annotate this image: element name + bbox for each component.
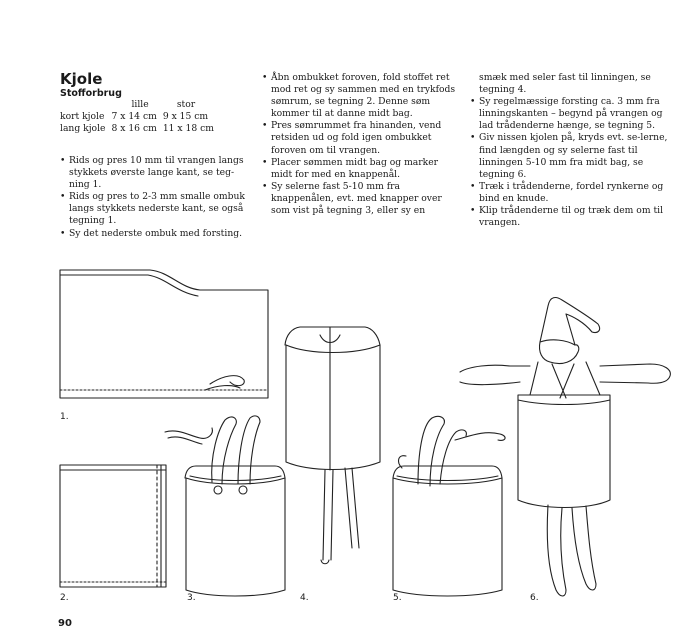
figure-2-folded-rectangle <box>59 464 167 588</box>
figure-6-doll-in-dress <box>459 296 671 597</box>
instruction-item: Pres sømrummet fra hinanden, vend retsid… <box>262 120 462 156</box>
size-row-small: 8 x 16 cm <box>111 123 157 134</box>
size-row-small: 7 x 14 cm <box>111 111 157 122</box>
instruction-item: Rids og pres to 2-3 mm smalle ombuk lang… <box>60 191 250 227</box>
size-row-large: 11 x 18 cm <box>162 123 214 134</box>
figure-6-label: 6. <box>530 593 539 603</box>
instruction-item: Sy selerne fast 5-10 mm fra knappenålen,… <box>262 181 462 217</box>
size-header-small: lille <box>131 99 149 110</box>
size-header-large: stor <box>176 99 196 110</box>
figure-1-label: 1. <box>60 412 69 422</box>
figure-1-fabric-strip <box>59 269 269 399</box>
size-row-label: lang kjole <box>60 123 106 134</box>
figure-3-label: 3. <box>187 593 196 603</box>
instruction-item: Sy det nederste ombuk med forsting. <box>60 228 250 240</box>
instructions-column-3: smæk med seler fast til linningen, se te… <box>470 72 670 229</box>
instruction-item: Sy regelmæssige forsting ca. 3 mm fra li… <box>470 96 670 132</box>
figure-4-tube-on-stand <box>284 326 381 565</box>
section-subtitle: Stofforbrug <box>60 88 122 99</box>
page-title: Kjole <box>60 70 103 88</box>
figure-4-label: 4. <box>300 593 309 603</box>
fabric-size-table: lille stor kort kjole 7 x 14 cm 9 x 15 c… <box>60 99 220 135</box>
instructions-column-2: Åbn ombukket foroven, fold stoffet ret m… <box>262 72 462 217</box>
size-row-large: 9 x 15 cm <box>162 111 209 122</box>
instruction-item: Klip trådenderne til og træk dem om til … <box>470 205 670 229</box>
instruction-item: Giv nissen kjolen på, kryds evt. se-lern… <box>470 132 670 180</box>
figure-5-label: 5. <box>393 593 402 603</box>
page-number: 90 <box>58 618 72 629</box>
instruction-item: Åbn ombukket foroven, fold stoffet ret m… <box>262 72 462 120</box>
instructions-column-1: Rids og pres 10 mm til vrangen langs sty… <box>60 155 250 240</box>
figure-3-tube-with-straps <box>164 415 286 597</box>
size-row-label: kort kjole <box>60 111 105 122</box>
instruction-continuation: smæk med seler fast til linningen, se te… <box>479 72 651 96</box>
instruction-item: Træk i trådenderne, fordel rynkerne og b… <box>470 181 670 205</box>
figure-5-tube-with-threads <box>392 415 506 597</box>
figure-2-label: 2. <box>60 593 69 603</box>
size-row: lang kjole 8 x 16 cm 11 x 18 cm <box>60 123 220 135</box>
size-table-header: lille stor <box>60 99 220 111</box>
size-row: kort kjole 7 x 14 cm 9 x 15 cm <box>60 111 220 123</box>
instruction-item: Rids og pres 10 mm til vrangen langs sty… <box>60 155 250 191</box>
instruction-item: Placer sømmen midt bag og marker midt fo… <box>262 157 462 181</box>
